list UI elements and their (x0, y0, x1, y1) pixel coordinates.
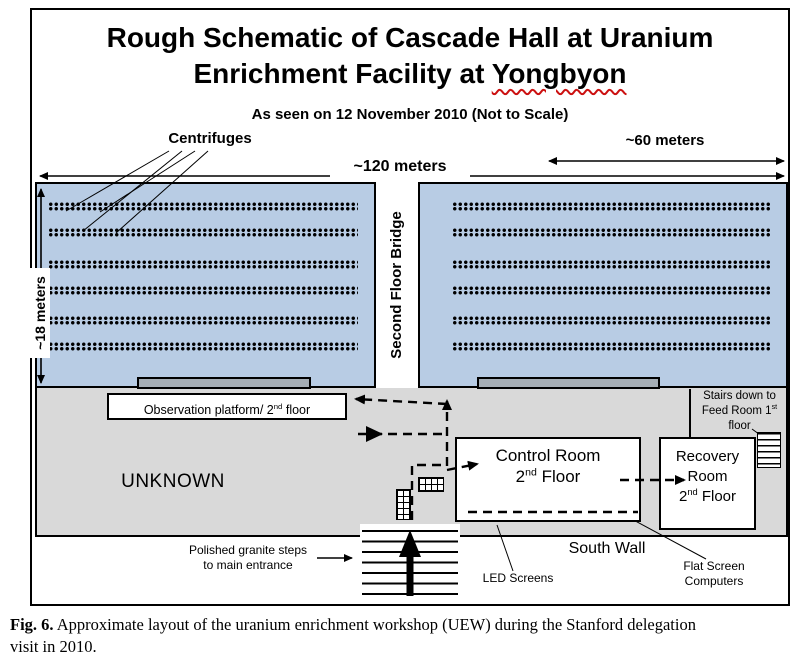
stairwell-hatch-icon (418, 477, 444, 492)
centrifuges-label: Centrifuges (168, 130, 252, 147)
main-entrance-steps-icon (362, 530, 458, 596)
recovery-room-title2: Room (687, 467, 728, 485)
centrifuge-row (452, 342, 772, 351)
stairs-note-line1: Stairs down to (703, 390, 776, 402)
recovery-room-box: Recovery Room 2nd Floor (659, 437, 756, 530)
figure-title-line2: Enrichment Facility at Yongbyon (40, 56, 780, 92)
granite-steps-label-line2: to main entrance (203, 558, 293, 572)
figure-title-line1: Rough Schematic of Cascade Hall at Urani… (106, 22, 714, 53)
stairs-note-line2-text: Feed Room 1 (701, 405, 772, 418)
dim-120-label: ~120 meters (332, 158, 468, 176)
recovery-room-floor-sup: nd (687, 487, 698, 497)
centrifuge-row (452, 228, 772, 237)
stairwell-hatch-icon (396, 489, 411, 520)
second-floor-bridge-strip (374, 182, 420, 388)
flat-screen-label-line1: Flat Screen (683, 559, 745, 573)
flat-screen-label-line2: Computers (684, 574, 744, 588)
centrifuge-row (452, 260, 772, 269)
led-screens-label: LED Screens (482, 571, 554, 585)
recovery-room-floor-num: 2 (678, 488, 688, 505)
stairs-down-note: Stairs down to Feed Room 1st floor (689, 389, 788, 437)
caption-text: Approximate layout of the uranium enrich… (53, 615, 696, 634)
stairs-note-line2-sup: st (771, 403, 778, 412)
centrifuge-row (48, 202, 358, 211)
caption-fig-label: Fig. 6. (10, 615, 54, 634)
recovery-room-floor: 2nd Floor (661, 486, 754, 507)
recovery-room-title1: Recovery (675, 448, 740, 465)
observation-label-text: Observation platform/ 2 (143, 403, 274, 418)
second-floor-bridge-label: Second Floor Bridge (388, 211, 405, 359)
flat-screen-computers-label: Flat Screen Computers (670, 559, 758, 589)
stairs-down-icon (757, 432, 781, 468)
observation-platform-label-box: Observation platform/ 2nd floor (107, 393, 347, 420)
observation-platform-bar-right (477, 377, 660, 389)
centrifuge-row (48, 228, 358, 237)
granite-steps-label-line1: Polished granite steps (188, 543, 308, 557)
centrifuge-row (48, 316, 358, 325)
figure-subtitle: As seen on 12 November 2010 (Not to Scal… (251, 106, 569, 123)
observation-platform-bar-left (137, 377, 311, 389)
centrifuge-row (48, 286, 358, 295)
control-room-floor-sup: nd (525, 466, 537, 479)
stairs-note-line2: Feed Room 1st (691, 403, 788, 418)
figure-title: Rough Schematic of Cascade Hall at Urani… (40, 20, 780, 93)
control-room-box: Control Room 2nd Floor (455, 437, 641, 522)
centrifuge-row (452, 316, 772, 325)
title-yongbyon: Yongbyon (491, 58, 627, 90)
figure-caption: Fig. 6. Approximate layout of the uraniu… (10, 614, 790, 659)
centrifuge-row (452, 286, 772, 295)
stairs-note-line3: floor (728, 419, 751, 432)
recovery-room-floor-rest: Floor (697, 488, 737, 505)
centrifuge-row (48, 260, 358, 269)
observation-label-sup: nd (273, 402, 283, 411)
dim-60-label: ~60 meters (625, 132, 705, 149)
control-room-floor-rest: Floor (536, 467, 581, 487)
centrifuge-row (48, 342, 358, 351)
centrifuge-row (452, 202, 772, 211)
south-wall-label: South Wall (568, 540, 646, 557)
observation-label-rest: floor (282, 403, 311, 418)
granite-steps-label: Polished granite steps to main entrance (178, 543, 318, 573)
unknown-area-label: UNKNOWN (121, 471, 225, 492)
caption-line2: visit in 2010. (10, 637, 97, 657)
control-room-floor-num: 2 (515, 467, 526, 487)
control-room-floor: 2nd Floor (457, 466, 639, 487)
dim-18-label: ~18 meters (30, 268, 50, 358)
title-line2-prefix: Enrichment Facility at (193, 58, 492, 90)
control-room-title: Control Room (495, 446, 601, 465)
caption-line1: Fig. 6. Approximate layout of the uraniu… (10, 614, 790, 636)
